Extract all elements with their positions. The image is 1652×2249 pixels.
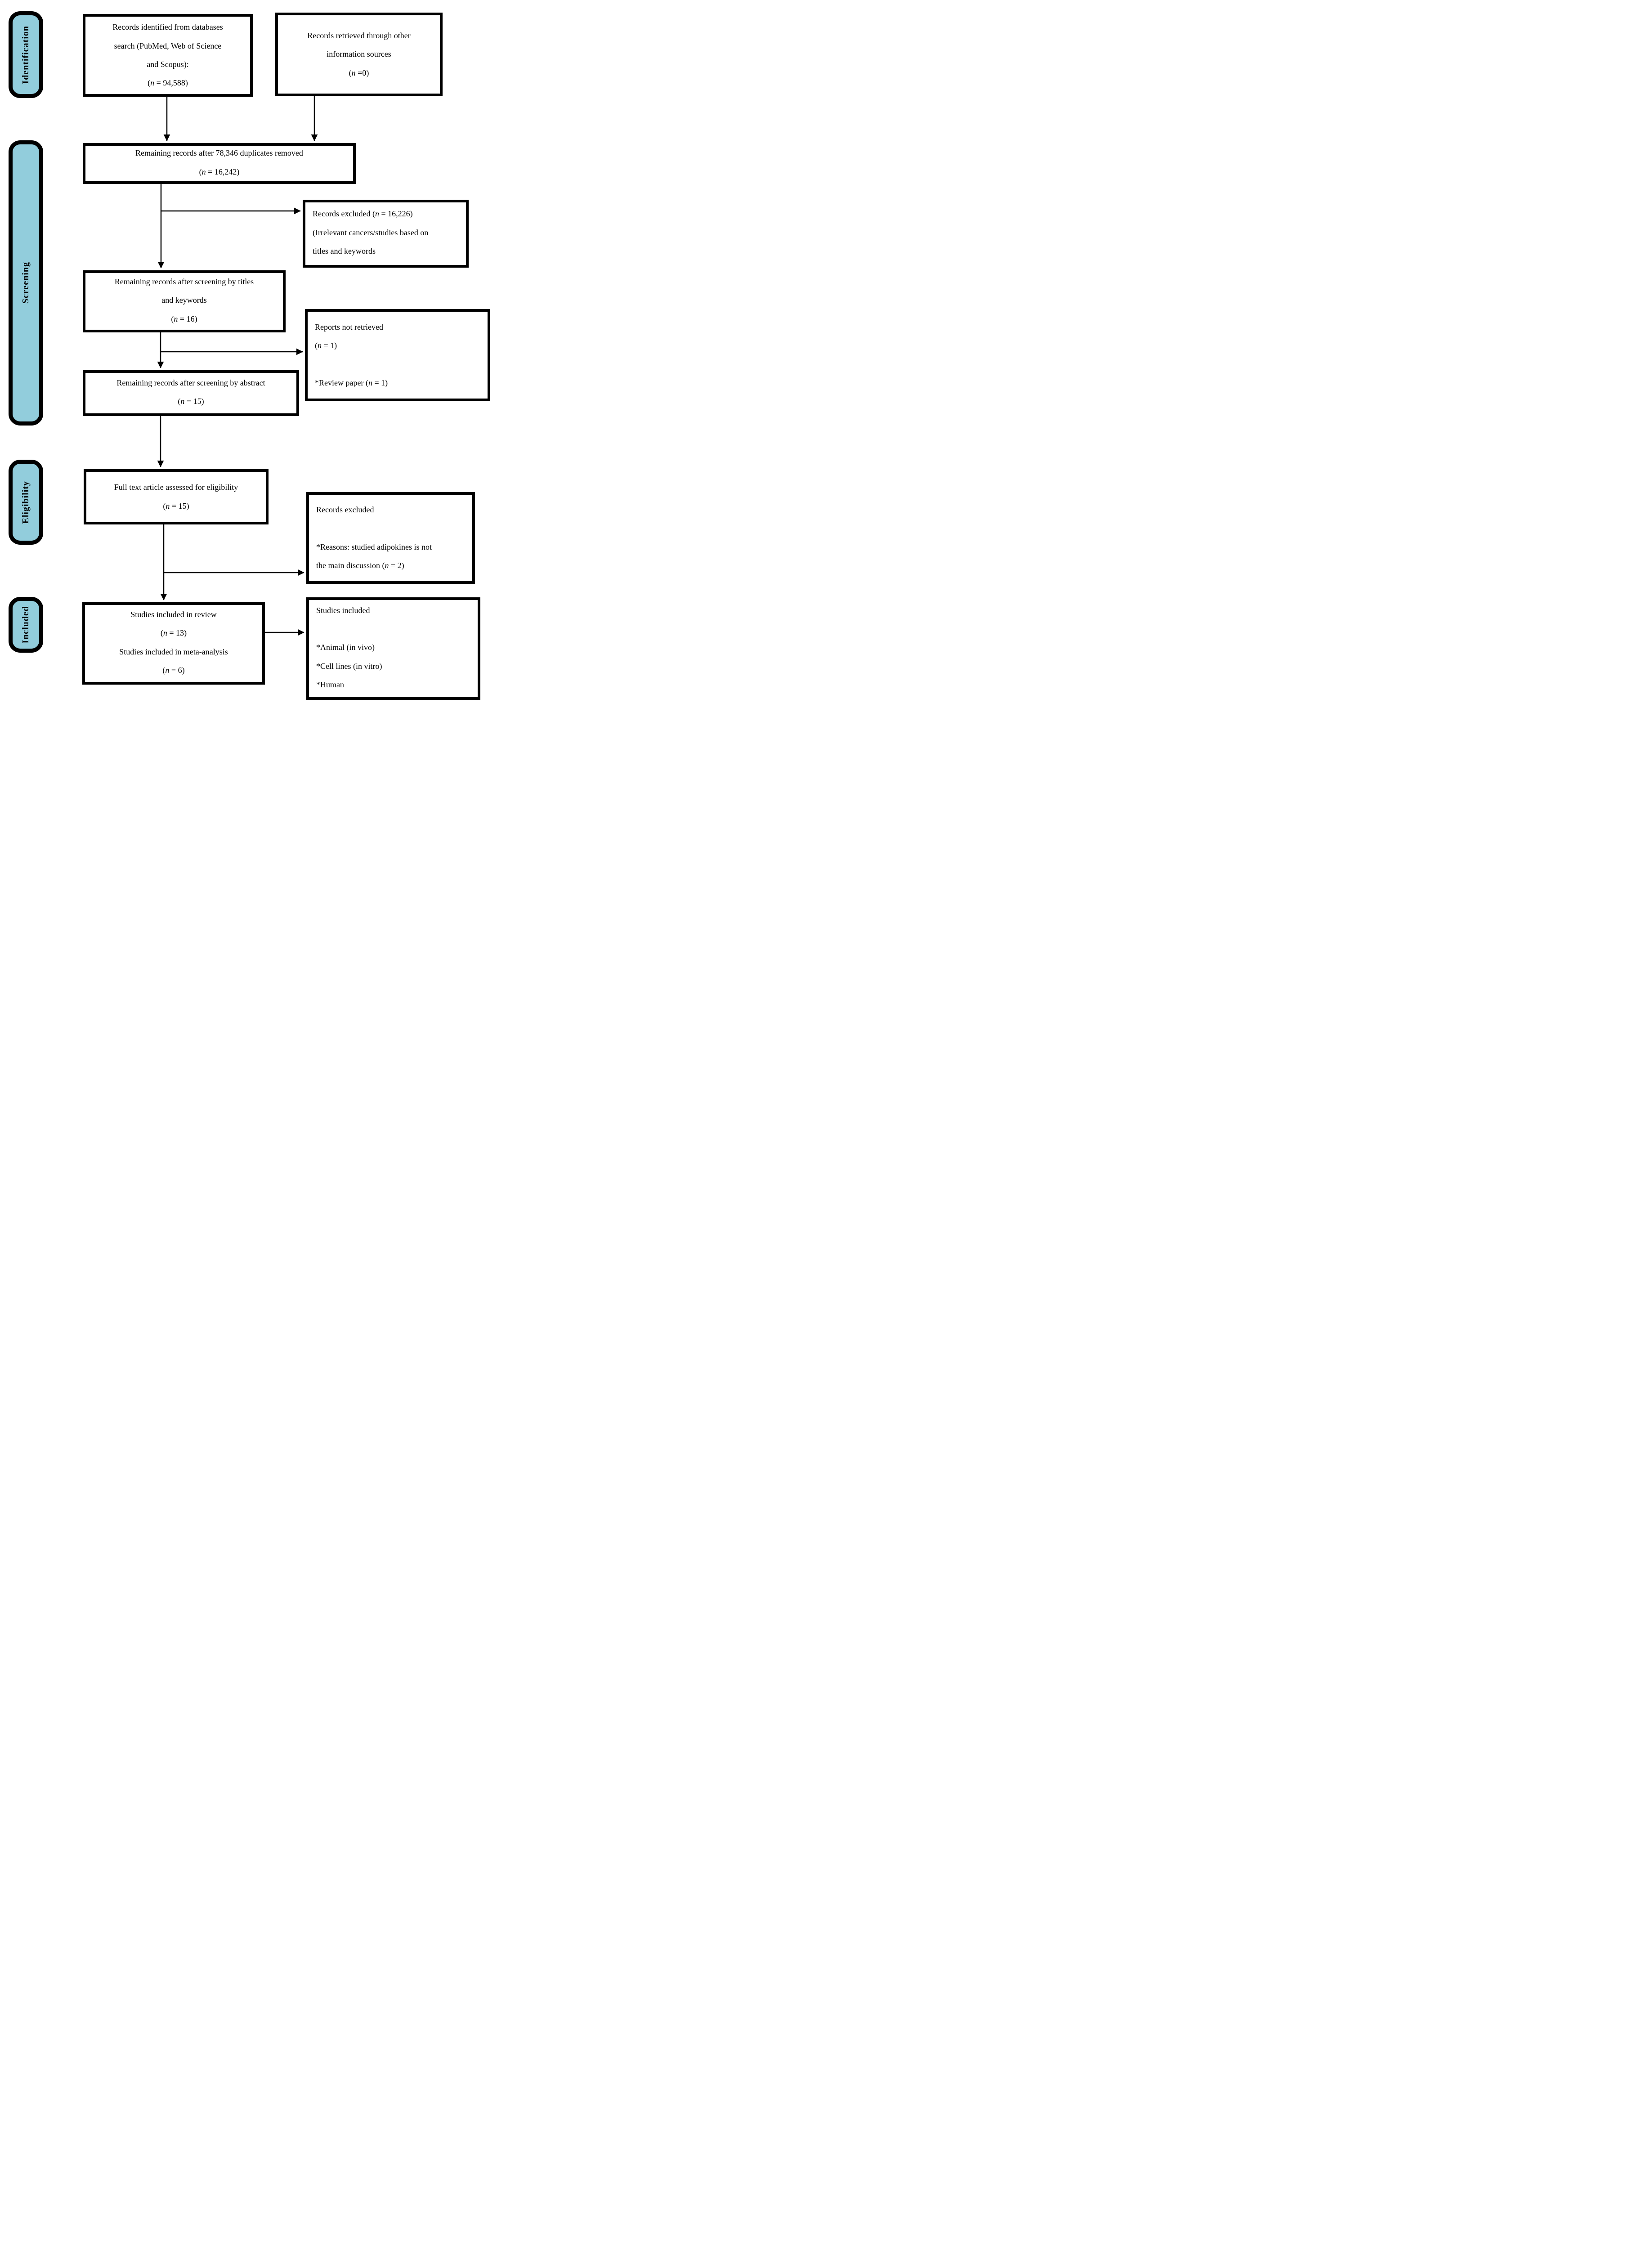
- stage-label-screening: Screening: [9, 140, 43, 426]
- box-line: Remaining records after screening by tit…: [114, 277, 254, 286]
- box-line: *Human: [316, 680, 344, 690]
- box-records-excluded-titles: Records excluded (n = 16,226) (Irrelevan…: [303, 200, 469, 268]
- box-line: *Cell lines (in vitro): [316, 661, 382, 671]
- box-line: search (PubMed, Web of Science: [114, 41, 222, 50]
- box-line: (n = 1): [315, 341, 337, 350]
- box-full-text-assessed: Full text article assessed for eligibili…: [84, 469, 269, 524]
- stage-label-identification: Identification: [9, 11, 43, 98]
- box-line: titles and keywords: [313, 246, 376, 256]
- box-line: Remaining records after 78,346 duplicate…: [135, 148, 303, 158]
- stage-label-identification-text: Identification: [21, 25, 31, 84]
- box-studies-included-types: Studies included *Animal (in vivo) *Cell…: [306, 597, 480, 700]
- box-line: (n = 16,242): [199, 167, 240, 176]
- box-line: Studies included in review: [130, 609, 217, 619]
- box-line: Studies included in meta-analysis: [119, 647, 228, 656]
- box-line: Remaining records after screening by abs…: [116, 378, 265, 387]
- box-line: *Animal (in vivo): [316, 643, 375, 652]
- box-records-excluded-reasons: Records excluded *Reasons: studied adipo…: [306, 492, 475, 584]
- box-line: Studies included: [316, 605, 370, 615]
- box-line: [316, 621, 474, 639]
- stage-label-eligibility: Eligibility: [9, 460, 43, 545]
- box-line: (n = 13): [160, 628, 187, 638]
- box-line: (n = 16): [171, 314, 197, 323]
- prisma-flow-diagram: Identification Screening Eligibility Inc…: [0, 0, 495, 702]
- box-duplicates-removed: Remaining records after 78,346 duplicate…: [83, 143, 356, 184]
- box-line: Records excluded (n = 16,226): [313, 209, 413, 219]
- box-line: and keywords: [161, 296, 207, 305]
- box-screened-abstract: Remaining records after screening by abs…: [83, 370, 299, 416]
- box-line: [316, 520, 469, 538]
- box-line: and Scopus):: [147, 60, 189, 69]
- box-records-identified: Records identified from databases search…: [83, 14, 253, 97]
- box-line: (n = 94,588): [148, 78, 188, 88]
- box-line: information sources: [327, 49, 391, 59]
- box-line: (n = 15): [178, 397, 204, 406]
- box-studies-included-review: Studies included in review (n = 13) Stud…: [82, 602, 265, 685]
- box-line: Records retrieved through other: [307, 31, 411, 40]
- stage-label-included-text: Included: [21, 606, 31, 644]
- box-line: *Review paper (n = 1): [315, 378, 388, 387]
- stage-label-included: Included: [9, 597, 43, 653]
- box-line: Reports not retrieved: [315, 322, 383, 332]
- stage-label-eligibility-text: Eligibility: [21, 480, 31, 524]
- box-line: the main discussion (n = 2): [316, 561, 404, 570]
- stage-label-screening-text: Screening: [21, 262, 31, 304]
- box-line: (n =0): [349, 68, 369, 77]
- box-line: Records excluded: [316, 505, 374, 515]
- box-line: [315, 355, 484, 374]
- box-line: Records identified from databases: [112, 22, 223, 32]
- box-line: Full text article assessed for eligibili…: [114, 483, 238, 492]
- box-line: (n = 6): [162, 665, 185, 675]
- box-screened-titles: Remaining records after screening by tit…: [83, 270, 286, 332]
- box-reports-not-retrieved: Reports not retrieved (n = 1) *Review pa…: [305, 309, 490, 401]
- box-line: (n = 15): [163, 501, 189, 511]
- box-other-sources: Records retrieved through other informat…: [275, 13, 443, 96]
- box-line: (Irrelevant cancers/studies based on: [313, 228, 429, 237]
- box-line: *Reasons: studied adipokines is not: [316, 542, 432, 551]
